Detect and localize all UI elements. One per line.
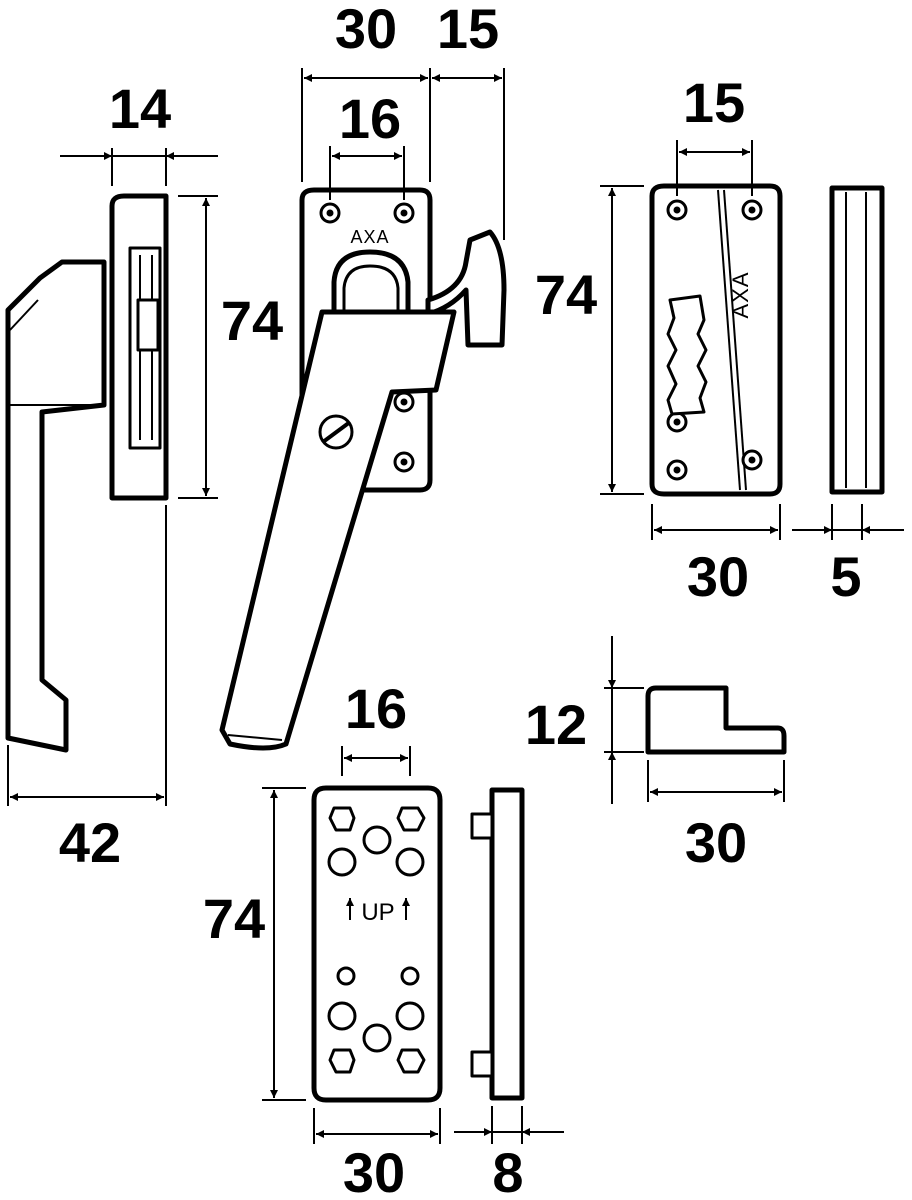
mount-thickness-dimension: 8 <box>454 1106 564 1200</box>
screw-icon <box>666 459 688 481</box>
handle-height-label: 74 <box>221 289 283 352</box>
stop-block <box>645 685 787 755</box>
mount-height-label: 74 <box>203 887 265 950</box>
hole-icon <box>362 1023 392 1053</box>
handle-front-view: AXA <box>219 187 507 751</box>
handle-side-view <box>5 193 169 753</box>
hook-reach-label: 15 <box>437 0 499 60</box>
block-width-dimension: 30 <box>647 760 785 874</box>
keeper-side-profile <box>829 185 885 495</box>
mounting-plate-side-profile <box>470 787 525 1101</box>
hole-icon <box>395 847 425 877</box>
keeper-width-dimension: 30 <box>651 504 781 608</box>
mount-thickness-label: 8 <box>492 1141 523 1200</box>
up-label: UP <box>361 899 394 926</box>
hole-icon <box>396 1048 426 1074</box>
hole-icon <box>362 825 392 855</box>
keeper-brand-label: AXA <box>728 271 753 318</box>
mounting-plate: UP <box>311 785 443 1103</box>
mount-width-label: 30 <box>343 1141 405 1200</box>
handle-plate-width-label: 30 <box>335 0 397 60</box>
hole-icon <box>328 1048 356 1074</box>
handle-width-dimension: 42 <box>7 505 167 874</box>
hook-reach-dimension: 15 <box>432 0 505 240</box>
handle-hole-spacing-dimension: 16 <box>329 87 405 200</box>
hole-icon <box>400 966 420 986</box>
screw-icon <box>393 202 415 224</box>
mount-width-dimension: 30 <box>313 1108 441 1200</box>
block-width-label: 30 <box>685 811 747 874</box>
keeper-thickness-label: 5 <box>830 545 861 608</box>
hole-icon <box>396 806 426 832</box>
screw-icon <box>393 391 415 413</box>
mount-height-dimension: 74 <box>203 787 306 1101</box>
hole-icon <box>327 1001 357 1031</box>
screw-icon <box>741 449 763 471</box>
keeper-thickness-dimension: 5 <box>792 504 904 608</box>
mount-hole-spacing-dimension: 16 <box>341 677 411 776</box>
screw-icon <box>741 199 763 221</box>
block-height-dimension: 12 <box>525 636 644 804</box>
screw-icon <box>666 199 688 221</box>
handle-depth-dimension: 14 <box>60 77 218 186</box>
block-height-label: 12 <box>525 693 587 756</box>
hole-icon <box>395 1001 425 1031</box>
keeper-height-label: 74 <box>535 263 597 326</box>
keeper-width-label: 30 <box>687 545 749 608</box>
handle-brand-label: AXA <box>350 227 389 247</box>
keeper-height-dimension: 74 <box>535 185 644 495</box>
screw-icon <box>666 411 688 433</box>
hole-icon <box>327 847 357 877</box>
handle-width-label: 42 <box>59 811 121 874</box>
mount-hole-spacing-label: 16 <box>345 677 407 740</box>
keeper-hole-spacing-dimension: 15 <box>676 71 753 196</box>
handle-height-dimension: 74 <box>178 195 283 499</box>
handle-plate-width-dimension: 30 <box>301 0 431 182</box>
handle-depth-label: 14 <box>109 77 171 140</box>
handle-hole-spacing-label: 16 <box>339 87 401 150</box>
screw-icon <box>319 202 341 224</box>
slotted-screw-icon <box>318 414 354 450</box>
keeper-plate: AXA <box>649 183 783 497</box>
keeper-hole-spacing-label: 15 <box>683 71 745 134</box>
hole-icon <box>328 806 356 832</box>
hole-icon <box>336 966 356 986</box>
screw-icon <box>393 451 415 473</box>
